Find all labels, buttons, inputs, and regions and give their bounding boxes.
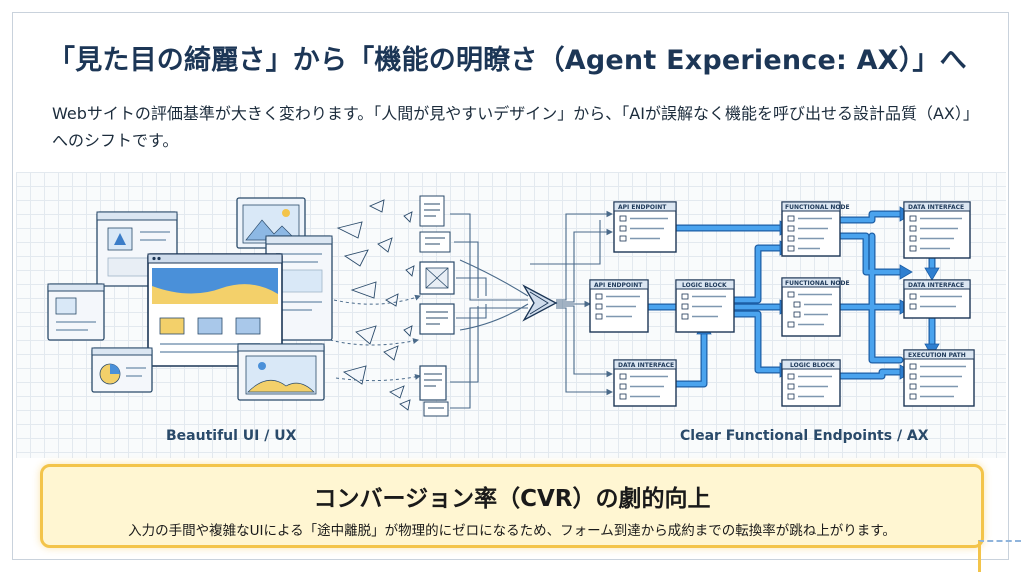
node-label: FUNCTIONAL NODE bbox=[785, 280, 850, 287]
ui-window-left-small bbox=[47, 283, 105, 341]
node-label: DATA INTERFACE bbox=[908, 282, 964, 289]
callout-heading: コンバージョン率（CVR）の劇的向上 bbox=[313, 486, 711, 512]
node-label: API ENDPOINT bbox=[618, 204, 667, 211]
flow-arrows bbox=[644, 210, 936, 388]
doc-card-image bbox=[419, 261, 455, 295]
slide-frame bbox=[12, 12, 1009, 560]
doc-card-bottom bbox=[423, 401, 449, 417]
node-label: LOGIC BLOCK bbox=[682, 282, 727, 289]
ui-window-bottom-landscape bbox=[237, 343, 325, 401]
doc-card-top bbox=[419, 195, 445, 227]
node-label: LOGIC BLOCK bbox=[790, 362, 835, 369]
right-caption: Clear Functional Endpoints / AX bbox=[680, 428, 929, 444]
node-execution-path: EXECUTION PATH bbox=[903, 349, 975, 407]
node-data-interface-1: DATA INTERFACE bbox=[613, 359, 677, 407]
node-data-interface-3: DATA INTERFACE bbox=[903, 279, 971, 319]
converging-lines bbox=[450, 213, 529, 409]
node-logic-block-2: LOGIC BLOCK bbox=[781, 359, 841, 407]
funnel-arrow bbox=[522, 284, 558, 322]
node-api-endpoint-2: API ENDPOINT bbox=[589, 279, 649, 333]
corner-decoration bbox=[978, 540, 1021, 572]
doc-card-middle bbox=[419, 303, 455, 335]
funnel-outputs bbox=[530, 210, 614, 396]
node-label: FUNCTIONAL NODE bbox=[785, 204, 850, 211]
node-functional-node-1: FUNCTIONAL NODE bbox=[781, 201, 850, 257]
left-caption: Beautiful UI / UX bbox=[166, 428, 297, 444]
node-label: DATA INTERFACE bbox=[908, 204, 964, 211]
ui-collage bbox=[47, 197, 333, 401]
node-logic-block-1: LOGIC BLOCK bbox=[675, 279, 735, 333]
doc-card-lower bbox=[419, 365, 447, 401]
node-api-endpoint-1: API ENDPOINT bbox=[613, 201, 677, 253]
slide-title: 「見た目の綺麗さ」から「機能の明瞭さ（Agent Experience: AX）… bbox=[48, 45, 967, 76]
node-functional-node-2: FUNCTIONAL NODE bbox=[781, 277, 850, 337]
document-cards bbox=[419, 195, 455, 417]
fragment-shards bbox=[336, 199, 415, 411]
node-label: DATA INTERFACE bbox=[618, 362, 674, 369]
fragment-dashes bbox=[329, 294, 421, 382]
node-label: API ENDPOINT bbox=[594, 282, 643, 289]
slide-subtitle: Webサイトの評価基準が大きく変わります。「人間が見やすいデザイン」から、「AI… bbox=[52, 104, 979, 150]
cvr-callout: コンバージョン率（CVR）の劇的向上 入力の手間や複雑なUIによる「途中離脱」が… bbox=[40, 464, 984, 548]
ui-window-bottom-left bbox=[91, 347, 153, 393]
transformation-diagram: API ENDPOINT API ENDPOINT DATA INTERFACE… bbox=[47, 195, 975, 417]
ui-window-main bbox=[147, 253, 283, 367]
doc-card-upper bbox=[419, 231, 451, 253]
node-label: EXECUTION PATH bbox=[908, 352, 966, 359]
node-data-interface-2: DATA INTERFACE bbox=[903, 201, 971, 259]
callout-body: 入力の手間や複雑なUIによる「途中離脱」が物理的にゼロになるため、フォーム到達か… bbox=[128, 523, 896, 539]
